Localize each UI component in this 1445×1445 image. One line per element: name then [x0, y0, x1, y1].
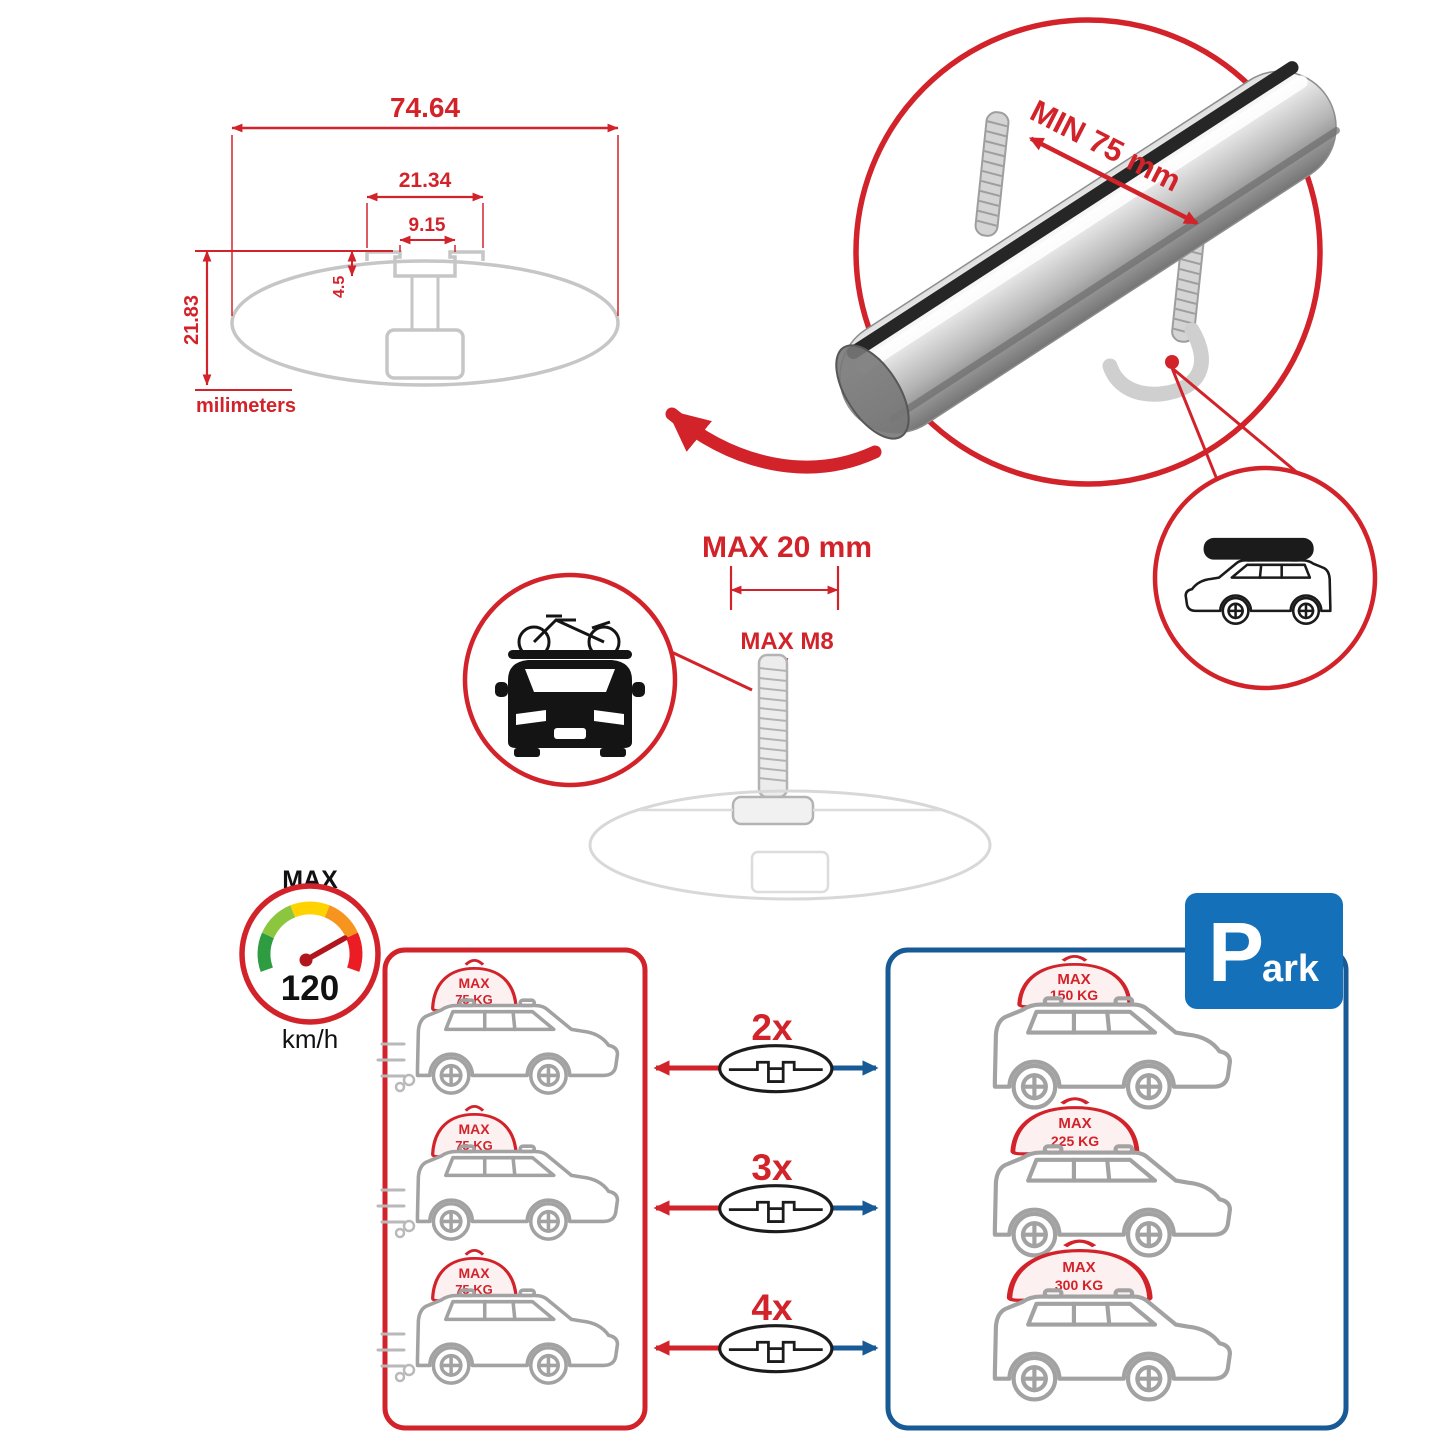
- speed-value: 120: [281, 969, 339, 1008]
- cargo-weight-label: 300 KG: [1055, 1277, 1103, 1293]
- speed-lines: [376, 1188, 406, 1224]
- threaded-bolt: [731, 653, 815, 826]
- wheel-right: [600, 748, 626, 757]
- park-sign-ark: ark: [1262, 948, 1320, 990]
- driving-car-row-3: MAX 75 KG: [376, 1248, 620, 1385]
- roof-rack-bar: [508, 650, 632, 659]
- crossbar-icon: [718, 1044, 834, 1094]
- headlight-right: [594, 710, 624, 725]
- cargo-max-label: MAX: [458, 1265, 490, 1281]
- license-plate: [554, 728, 586, 739]
- dim-height-label: 21.83: [181, 295, 203, 345]
- min-clamp-arrow: [1028, 136, 1199, 226]
- exhaust-puff: [394, 1081, 406, 1093]
- roof-box: [1203, 537, 1314, 560]
- profile-dimension-diagram: 74.64 21.34 9.15 4.5 21.83 milimeters: [181, 92, 620, 417]
- exhaust-puff: [394, 1371, 406, 1383]
- bolt-diagram: MAX 20 mm MAX M8: [462, 531, 992, 901]
- crossbar-icon: [718, 1184, 834, 1234]
- crossbar-render: MIN 75 mm: [665, 17, 1378, 691]
- profile-lower-box: [385, 328, 465, 380]
- quantity-arrows: 2x 3x 4x: [653, 1007, 879, 1374]
- driving-car-row-2: MAX 75 KG: [376, 1104, 620, 1241]
- dim-slot-depth-label: 4.5: [331, 276, 348, 298]
- cargo-max-label: MAX: [1058, 1115, 1091, 1132]
- multiplier-label-2: 3x: [751, 1147, 793, 1188]
- roofbox-car: [1184, 537, 1332, 625]
- dim-channel-width-label: 21.34: [399, 169, 452, 192]
- profile-ellipse: [230, 259, 620, 387]
- bike-car-connector: [662, 646, 753, 692]
- dim-slot-width-label: 9.15: [409, 215, 446, 236]
- unit-label: milimeters: [196, 395, 296, 417]
- speed-limit: MAX 120 km/h: [239, 866, 381, 1054]
- parked-car-row-2: MAX 225 KG: [995, 1099, 1230, 1256]
- max-thread-label: MAX M8: [740, 628, 833, 655]
- multiplier-label-3: 4x: [751, 1287, 793, 1328]
- parked-car-row-3: MAX 300 KG: [995, 1241, 1230, 1399]
- gauge-needle: [303, 935, 348, 963]
- parked-car-row-1: MAX 150 KG: [995, 956, 1230, 1107]
- profile-ellipse-faded: [588, 789, 992, 901]
- mirror-right: [632, 682, 645, 697]
- cargo-max-label: MAX: [1057, 971, 1090, 988]
- park-sign-p: P: [1208, 905, 1264, 999]
- mirror-left: [495, 682, 508, 697]
- park-sign-board: [1185, 893, 1343, 1009]
- cargo-max-label: MAX: [1062, 1259, 1095, 1276]
- cargo-weight-label: 150 KG: [1050, 987, 1098, 1003]
- crossbar-icon: [718, 1324, 834, 1374]
- wheel-left: [514, 748, 540, 757]
- speed-unit-label: km/h: [282, 1024, 338, 1054]
- dim-total-width-label: 74.64: [390, 92, 460, 123]
- gauge-arc: [257, 901, 363, 972]
- max-width-label: MAX 20 mm: [702, 531, 872, 564]
- bike-car: [495, 614, 645, 757]
- exhaust-puff: [402, 1219, 416, 1233]
- speed-lines: [376, 1042, 406, 1078]
- profile-neck: [410, 276, 440, 330]
- pointer-arrow: [665, 407, 882, 474]
- cargo-max-label: MAX: [458, 1121, 490, 1137]
- clamp-strap: [1102, 322, 1209, 402]
- multiplier-label-1: 2x: [751, 1007, 793, 1048]
- bolt-plate: [731, 795, 815, 826]
- headlight-left: [516, 710, 546, 725]
- exhaust-puff: [402, 1073, 416, 1087]
- detail-dot: [1165, 355, 1179, 369]
- driving-car-row-1: MAX 75 KG: [376, 958, 620, 1095]
- speed-lines: [376, 1332, 406, 1368]
- windshield: [525, 669, 615, 692]
- park-sign: P ark: [1185, 893, 1343, 1009]
- gauge-pivot: [299, 953, 313, 967]
- cargo-weight-label: 225 KG: [1051, 1133, 1099, 1149]
- cargo-max-label: MAX: [458, 975, 490, 991]
- exhaust-puff: [402, 1363, 416, 1377]
- exhaust-puff: [394, 1227, 406, 1239]
